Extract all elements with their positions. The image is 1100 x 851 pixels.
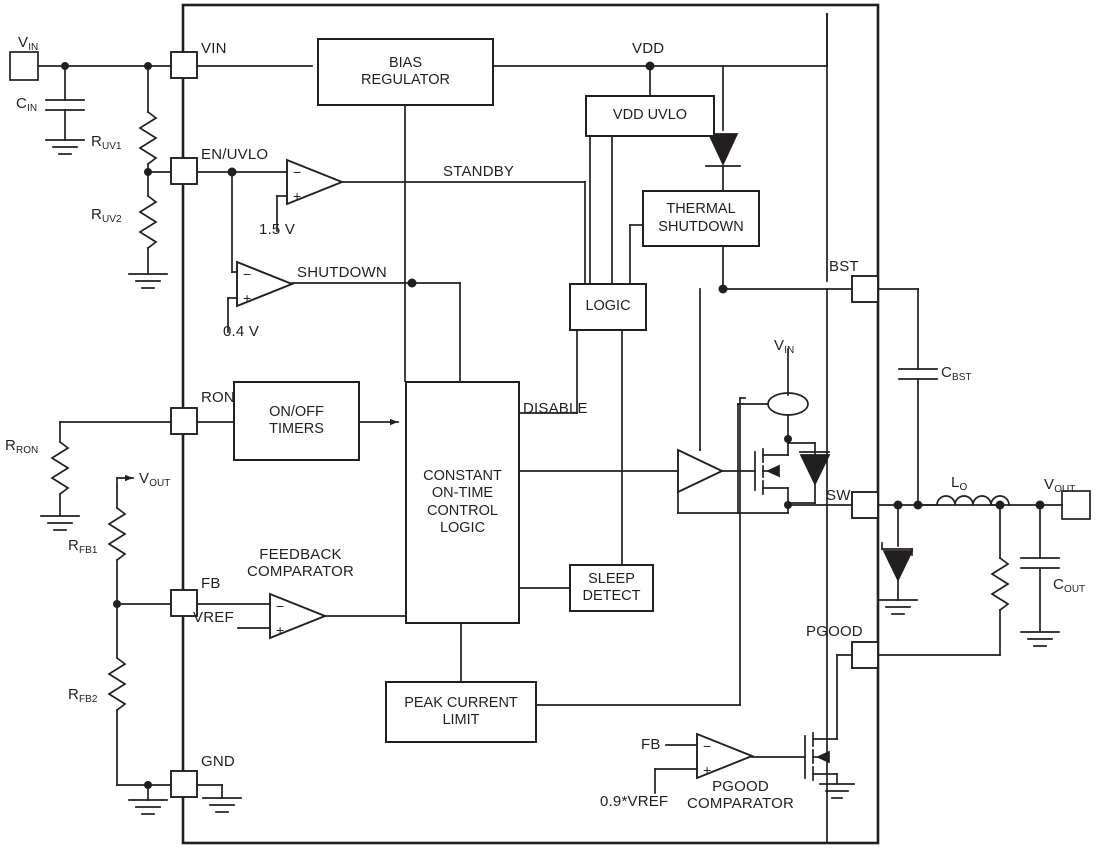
svg-text:−: − [703, 738, 711, 754]
annotation-feedback-comparator: FEEDBACK COMPARATOR [247, 546, 355, 580]
svg-text:+: + [703, 762, 711, 778]
component-label-vout-tap: VOUT [139, 470, 171, 489]
block-bias-regulator: BIAS REGULATOR [317, 38, 494, 106]
block-on-off-timers: ON/OFF TIMERS [233, 381, 360, 461]
block-label: VDD UVLO [612, 107, 688, 124]
component-label-vin-highside: VIN [774, 337, 795, 356]
block-label: LOGIC [585, 298, 631, 315]
svg-text:+: + [276, 622, 284, 638]
component-label-cbst: CBST [941, 364, 972, 383]
component-label-ruv2: RUV2 [91, 206, 122, 225]
svg-text:+: + [293, 188, 301, 204]
signal-label-disable: DISABLE [523, 400, 588, 417]
pin-label-sw: SW [826, 487, 851, 504]
component-label-vout-external: VOUT [1044, 476, 1076, 495]
signal-label-vdd: VDD [632, 40, 665, 57]
block-constant-on-time-control-logic: CONSTANT ON-TIME CONTROL LOGIC [405, 381, 520, 624]
pin-label-vin: VIN [201, 40, 227, 57]
block-label: PEAK CURRENT LIMIT [404, 694, 518, 728]
component-label-rron: RRON [5, 437, 39, 456]
component-label-rfb2: RFB2 [68, 686, 98, 705]
signal-label-shutdown: SHUTDOWN [297, 264, 387, 281]
block-label: SLEEP DETECT [582, 570, 641, 604]
svg-text:−: − [293, 164, 301, 180]
svg-text:−: − [276, 598, 284, 614]
signal-label-vref: VREF [193, 609, 234, 626]
threshold-label-0v4: 0.4 V [223, 323, 260, 340]
pin-label-pgood: PGOOD [806, 623, 863, 640]
block-label: THERMAL SHUTDOWN [658, 201, 744, 235]
component-label-vin-external: VIN [18, 34, 39, 53]
pin-label-gnd: GND [201, 753, 235, 770]
threshold-label-1v5: 1.5 V [259, 221, 296, 238]
block-label: BIAS REGULATOR [361, 54, 450, 88]
block-sleep-detect: SLEEP DETECT [569, 564, 654, 612]
signal-label-fb-pgood: FB [641, 736, 661, 753]
annotation-line-1: PGOOD [712, 778, 769, 795]
component-label-cout: COUT [1053, 576, 1086, 595]
svg-text:+: + [243, 290, 251, 306]
block-vdd-uvlo: VDD UVLO [585, 95, 715, 137]
component-label-ruv1: RUV1 [91, 133, 122, 152]
svg-text:−: − [243, 266, 251, 282]
block-label: CONSTANT ON-TIME CONTROL LOGIC [423, 468, 502, 536]
annotation-pgood-comparator: PGOOD COMPARATOR [687, 778, 795, 812]
signal-label-standby: STANDBY [443, 163, 515, 180]
pin-label-enuvlo: EN/UVLO [201, 146, 269, 163]
annotation-line-1: FEEDBACK [259, 546, 342, 563]
block-logic: LOGIC [569, 283, 647, 331]
component-label-lo: LO [951, 474, 968, 493]
pin-label-fb: FB [201, 575, 221, 592]
block-thermal-shutdown: THERMAL SHUTDOWN [642, 190, 760, 247]
block-peak-current-limit: PEAK CURRENT LIMIT [385, 681, 537, 743]
threshold-label-0p9-vref: 0.9*VREF [600, 793, 669, 810]
pin-label-bst: BST [829, 258, 859, 275]
block-label: ON/OFF TIMERS [269, 403, 324, 437]
pin-label-ron: RON [201, 389, 235, 406]
annotation-line-2: COMPARATOR [687, 794, 795, 812]
annotation-line-2: COMPARATOR [247, 562, 355, 580]
component-label-rfb1: RFB1 [68, 537, 98, 556]
component-label-cin: CIN [16, 95, 38, 114]
